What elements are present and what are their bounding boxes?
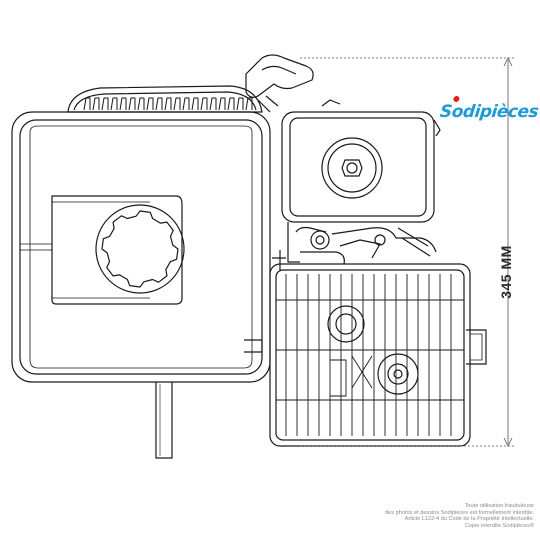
starter-fin [245,97,253,111]
starter-fin [101,97,109,111]
starter-fin [191,97,199,111]
starter-fin [110,97,118,111]
starter-fin [209,97,217,111]
muffler-guard [269,263,487,447]
engine-block [327,305,419,397]
crankshaft-stub [155,382,173,459]
legal-line: des photos et dessins Sodipièces est for… [385,509,534,516]
starter-fin [227,97,235,111]
starter-fin [236,97,244,111]
starter-fin [155,97,163,111]
brand-logo: Sodipièces [439,96,539,122]
fuel-cap [95,204,185,294]
starter-fin [200,97,208,111]
starter-fin [137,97,145,111]
dimension-label: 345 MM [498,245,514,299]
starter-fin [164,97,172,111]
dimension-line [300,57,514,447]
brand-name: Sodipièces [438,102,540,122]
legal-line: Article L122-4 du Code de la Propriété I… [404,516,534,523]
legal-notice: Toute utilisation frauduleuse des photos… [324,503,534,529]
starter-fin [182,97,190,111]
starter-handle [245,54,314,113]
starter-fin [83,97,91,111]
recoil-starter [67,85,263,113]
legal-line: Copie interdite Sodipièces® [464,522,534,529]
starter-fin [92,97,100,111]
starter-fin [173,97,181,111]
starter-fin [119,97,127,111]
air-filter [281,99,441,223]
starter-fin [128,97,136,111]
starter-fin [218,97,226,111]
fuel-tank [11,111,271,383]
carburetor [272,222,437,270]
legal-line: Toute utilisation frauduleuse [464,503,534,509]
starter-fin [146,97,154,111]
